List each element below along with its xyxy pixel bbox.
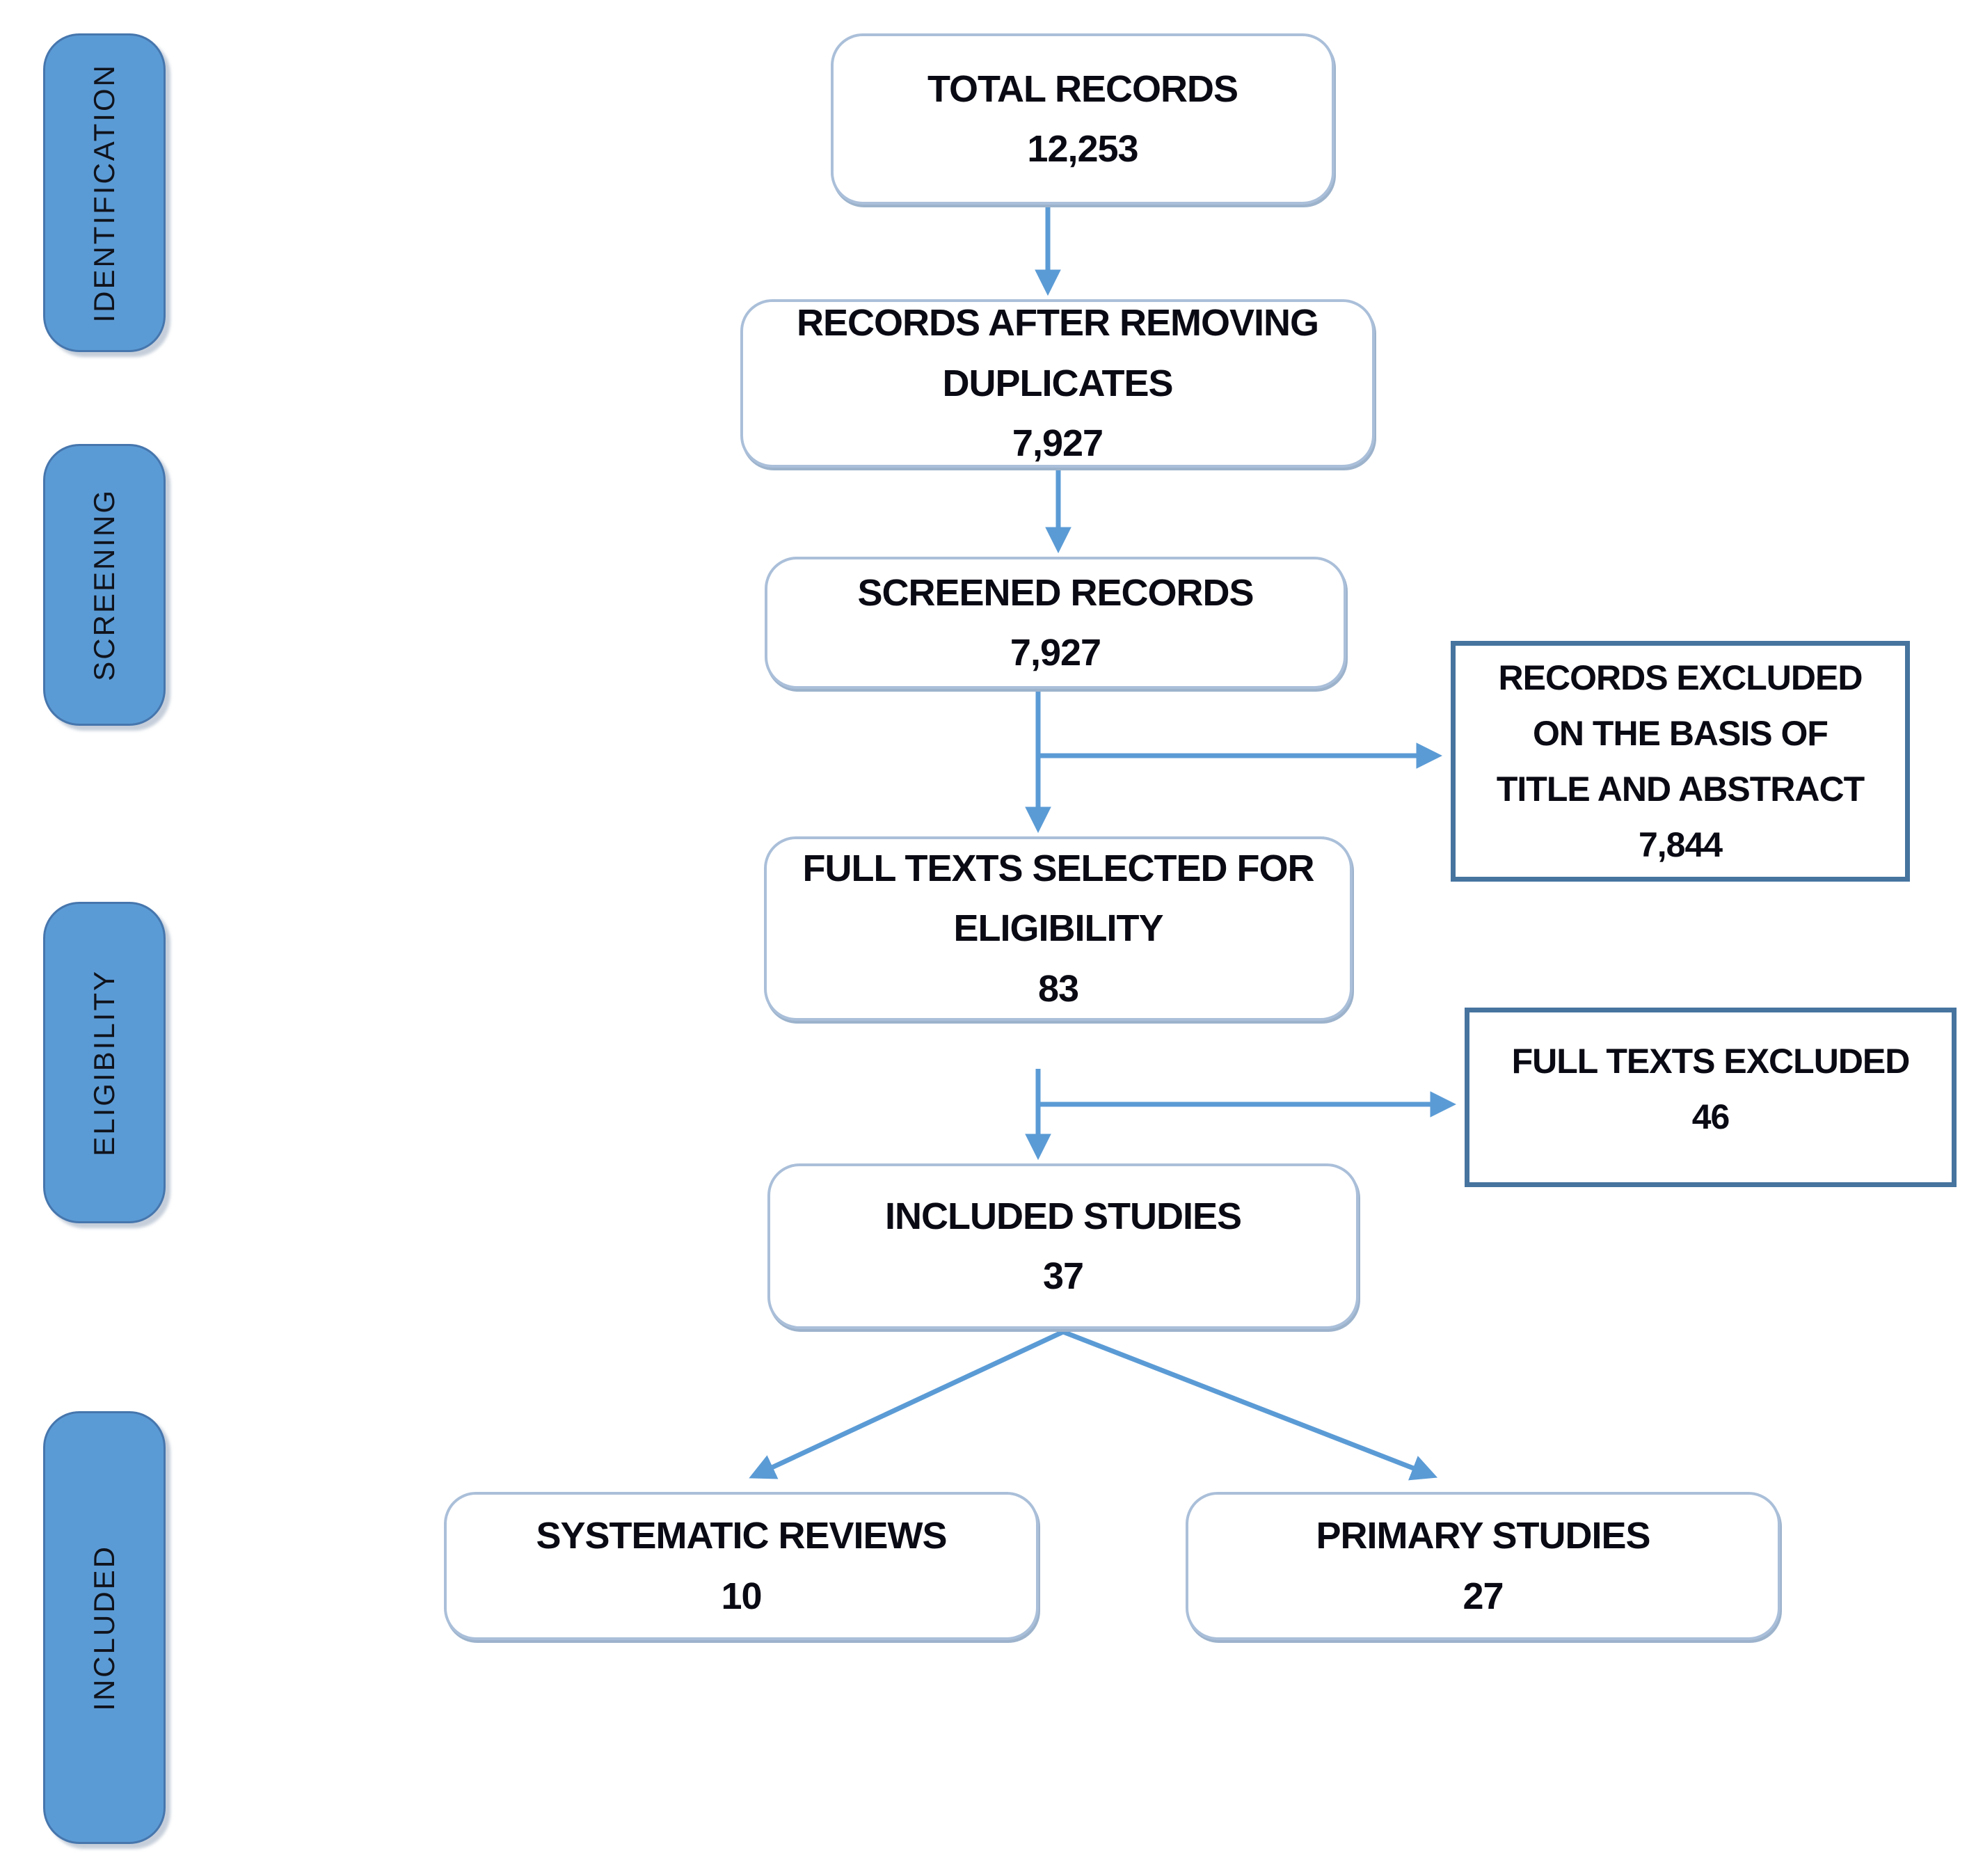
node-records-after-duplicates: RECORDS AFTER REMOVING DUPLICATES 7,927: [740, 299, 1375, 468]
node-records-excluded-value: 7,844: [1638, 825, 1723, 864]
stage-screening-label: SCREENING: [88, 488, 120, 681]
node-screened-records-value: 7,927: [1010, 632, 1101, 674]
node-primary-studies-value: 27: [1463, 1575, 1504, 1617]
node-total-records-value: 12,253: [1027, 128, 1138, 170]
node-included-studies: INCLUDED STUDIES 37: [767, 1163, 1359, 1329]
node-fulltexts-selected-value: 83: [1037, 967, 1079, 1010]
node-systematic-reviews-label: SYSTEMATIC REVIEWS: [536, 1515, 947, 1557]
node-records-after-duplicates-value: 7,927: [1012, 422, 1103, 465]
node-primary-studies: PRIMARY STUDIES 27: [1186, 1492, 1780, 1640]
node-total-records: TOTAL RECORDS 12,253: [831, 33, 1334, 205]
stage-screening: SCREENING: [43, 444, 166, 726]
stage-identification-label: IDENTIFICATION: [88, 63, 120, 323]
node-fulltexts-selected: FULL TEXTS SELECTED FOR ELIGIBILITY 83: [764, 836, 1353, 1021]
node-fulltexts-excluded-value: 46: [1691, 1097, 1730, 1136]
node-included-studies-value: 37: [1042, 1255, 1084, 1297]
node-fulltexts-excluded-label: FULL TEXTS EXCLUDED: [1511, 1042, 1911, 1081]
node-screened-records-label: SCREENED RECORDS: [857, 571, 1254, 614]
node-primary-studies-label: PRIMARY STUDIES: [1316, 1515, 1650, 1557]
node-included-studies-label: INCLUDED STUDIES: [884, 1195, 1242, 1237]
node-fulltexts-selected-label: FULL TEXTS SELECTED FOR ELIGIBILITY: [802, 847, 1314, 950]
node-total-records-label: TOTAL RECORDS: [927, 67, 1238, 110]
node-systematic-reviews-value: 10: [721, 1575, 762, 1617]
node-fulltexts-excluded: FULL TEXTS EXCLUDED 46: [1465, 1008, 1957, 1187]
stage-included-label: INCLUDED: [88, 1544, 120, 1711]
stage-eligibility-label: ELIGIBILITY: [88, 969, 120, 1156]
stage-included: INCLUDED: [43, 1411, 166, 1844]
stage-identification: IDENTIFICATION: [43, 33, 166, 352]
node-screened-records: SCREENED RECORDS 7,927: [765, 557, 1346, 689]
node-records-excluded: RECORDS EXCLUDED ON THE BASIS OF TITLE A…: [1451, 641, 1910, 882]
node-systematic-reviews: SYSTEMATIC REVIEWS 10: [444, 1492, 1039, 1640]
node-records-after-duplicates-label: RECORDS AFTER REMOVING DUPLICATES: [796, 302, 1319, 404]
stage-eligibility: ELIGIBILITY: [43, 902, 166, 1223]
node-records-excluded-label: RECORDS EXCLUDED ON THE BASIS OF TITLE A…: [1496, 658, 1865, 809]
